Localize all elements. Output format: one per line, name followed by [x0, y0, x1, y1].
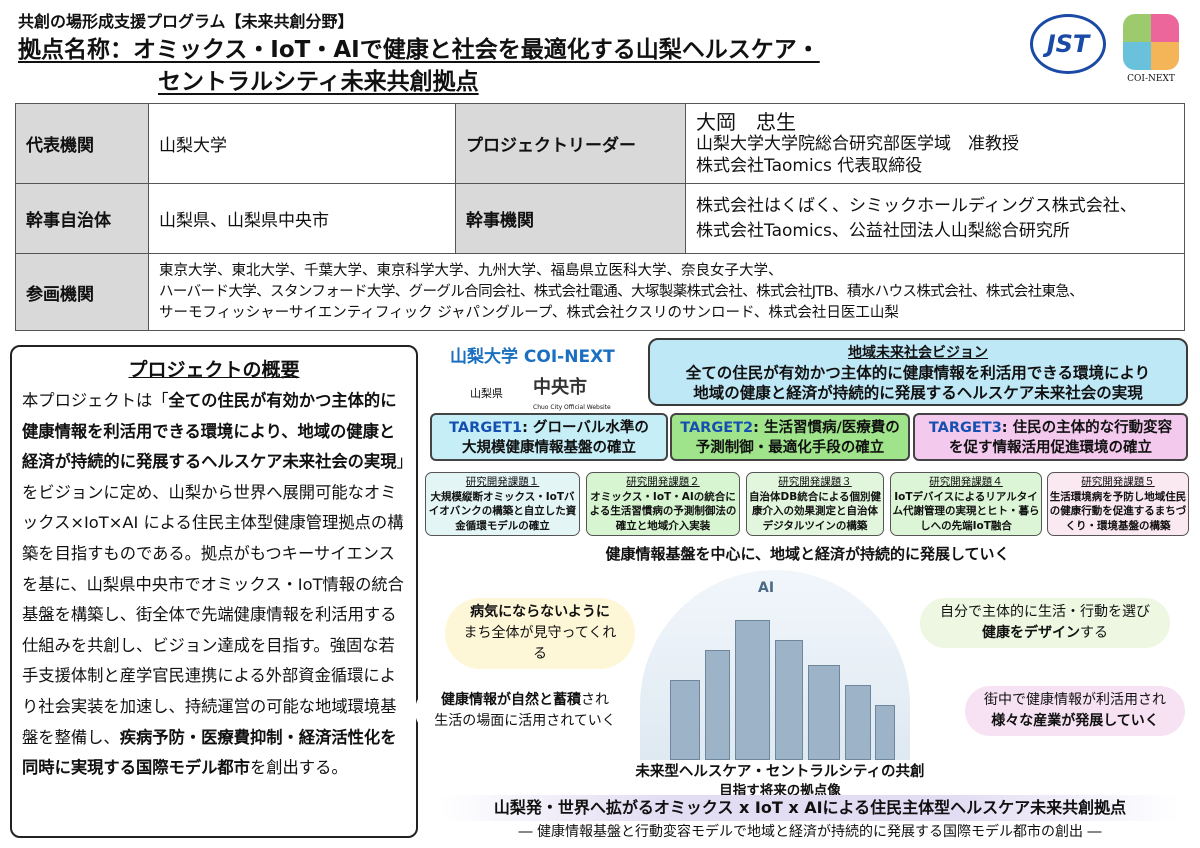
part-line-3: サーモフィッシャーサイエンティフィック ジャパングループ、株式会社クスリのサンロ…: [159, 304, 899, 321]
research-text: 自治体DB統合による個別健康介入の効果測定と自治体デジタルツインの構築: [749, 490, 881, 532]
part-line-1: 東京大学、東北大学、千葉大学、東京科学大学、九州大学、福島県立医科大学、奈良女子…: [159, 262, 783, 279]
target-key: TARGET3: [928, 420, 1002, 436]
bubble-text: 病気にならないように: [470, 604, 610, 620]
coi-next-emblem: [1123, 14, 1179, 70]
target-text: 大規模健康情報基盤の確立: [462, 440, 636, 456]
research-text: 大規模縦断オミックス・IoTバイオバンクの構築と自立した資金循環モデルの確立: [428, 490, 577, 532]
target-text: を促す情報活用促進環境の確立: [949, 440, 1152, 456]
chuo-logo-text: 中央市: [533, 377, 587, 398]
target-2: TARGET2: 生活習慣病/医療費の予測制御・最適化手段の確立: [670, 413, 910, 461]
target-3: TARGET3: 住民の主体的な行動変容を促す情報活用促進環境の確立: [913, 413, 1188, 461]
research-text: オミックス・IoT・AIの統合による生活習慣病の予測制御法の確立と地域介入実装: [589, 490, 737, 532]
leader-label: プロジェクトリーダー: [455, 103, 686, 184]
target-key: TARGET1: [449, 420, 523, 436]
overview-bold-2: 疾病予防・医療費抑制・経済活性化を同時に実現する国際モデル都市: [22, 727, 397, 778]
vision-line-1: 全ての住民が有効かつ主体的に健康情報を利活用できる環境により: [685, 364, 1151, 382]
hub-tagline: ― 健康情報基盤と行動変容モデルで地域と経済が持続的に発展する国際モデル都市の創…: [518, 824, 1102, 840]
vision-title: 地域未来社会ビジョン: [848, 345, 988, 361]
research-3: 研究開発課題３ 自治体DB統合による個別健康介入の効果測定と自治体デジタルツインの…: [746, 472, 884, 536]
chuo-logo: 中央市 Chuo City Official Website: [533, 373, 611, 412]
research-heading: 研究開発課題４: [929, 476, 1003, 488]
bubble-watch: 病気にならないようにまち全体が見守ってくれる: [445, 598, 635, 669]
muni-value: 山梨県、山梨県中央市: [148, 183, 456, 254]
overview-text-1: 本プロジェクトは「: [22, 391, 169, 410]
bubble-text: 生活の場面に活用されていく: [434, 713, 616, 729]
leader-value: 大岡 忠生山梨大学大学院総合研究部医学域 准教授株式会社Taomics 代表取締…: [685, 103, 1185, 184]
leader-title-2: 株式会社Taomics 代表取締役: [696, 155, 923, 176]
jst-logo: JST: [1030, 14, 1106, 74]
research-heading: 研究開発課題２: [626, 476, 700, 488]
city-caption: 未来型ヘルスケア・セントラルシティの共創: [635, 764, 925, 780]
target-key: TARGET2: [680, 420, 754, 436]
rep-value: 山梨大学: [148, 103, 456, 184]
hub-banner: 山梨発・世界へ拡がるオミックス x IoT x AIによる住民主体型ヘルスケア未…: [440, 795, 1180, 821]
research-heading: 研究開発課題５: [1081, 476, 1155, 488]
title-line-1: 拠点名称：オミックス・IoT・AIで健康と社会を最適化する山梨ヘルスケア・: [18, 37, 820, 63]
yamanashi-logo: 山梨県: [470, 386, 503, 400]
org-value: 株式会社はくばく、シミックホールディングス株式会社、株式会社Taomics、公益…: [685, 183, 1185, 254]
coi-next-text: COI-NEXT: [1127, 74, 1175, 84]
title-line-2: セントラルシティ未来共創拠点: [158, 69, 479, 95]
univ-logo: 山梨大学 COI-NEXT: [450, 347, 615, 367]
overview-title: プロジェクトの概要: [128, 359, 300, 381]
research-text: IoTデバイスによるリアルタイム代謝管理の実現とヒト・暮らしへの先端IoT融合: [892, 490, 1040, 532]
bubble-text: され: [581, 692, 609, 708]
research-2: 研究開発課題２ オミックス・IoT・AIの統合による生活習慣病の予測制御法の確立と…: [586, 472, 740, 536]
page-title: 拠点名称：オミックス・IoT・AIで健康と社会を最適化する山梨ヘルスケア・ セン…: [18, 34, 820, 98]
target-text: 予測制御・最適化手段の確立: [695, 440, 885, 456]
bubble-text: する: [1080, 625, 1108, 641]
center-heading: 健康情報基盤を中心に、地域と経済が持続的に発展していく: [605, 545, 1010, 563]
chuo-logo-sub: Chuo City Official Website: [533, 404, 611, 411]
city-illustration: AI: [640, 570, 910, 760]
target-1: TARGET1: グローバル水準の大規模健康情報基盤の確立: [430, 413, 668, 461]
target-text: : グローバル水準の: [522, 420, 649, 436]
ai-icon: AI: [758, 580, 775, 596]
target-text: : 生活習慣病/医療費の: [753, 420, 900, 436]
part-value: 東京大学、東北大学、千葉大学、東京科学大学、九州大学、福島県立医科大学、奈良女子…: [148, 253, 1185, 331]
org-value-1: 株式会社はくばく、シミックホールディングス株式会社、: [696, 195, 1137, 216]
vision-line-2: 地域の健康と経済が持続的に発展するヘルスケア未来社会の実現: [693, 384, 1143, 402]
research-heading: 研究開発課題１: [465, 476, 540, 488]
target-text: : 住民の主体的な行動変容: [1001, 420, 1173, 436]
overview-text-3: を創出する。: [249, 758, 348, 778]
leader-name: 大岡 忠生: [696, 109, 796, 134]
bubble-text: 街中で健康情報が利活用され: [984, 692, 1166, 708]
leader-title-1: 山梨大学大学院総合研究部医学域 准教授: [696, 133, 1019, 154]
bubble-text: 自分で主体的に生活・行動を選び: [940, 604, 1150, 620]
bubble-accumulate: 健康情報が自然と蓄積され生活の場面に活用されていく: [415, 686, 635, 736]
coi-next-logo: COI-NEXT: [1118, 14, 1184, 88]
muni-label: 幹事自治体: [15, 183, 149, 254]
rep-label: 代表機関: [15, 103, 149, 184]
bubble-text: まち全体が見守ってくれる: [463, 625, 617, 662]
program-subtitle: 共創の場形成支援プログラム【未来共創分野】: [18, 12, 354, 31]
research-1: 研究開発課題１ 大規模縦断オミックス・IoTバイオバンクの構築と自立した資金循環モ…: [425, 472, 580, 536]
partner-logos: 山梨大学 COI-NEXT 山梨県 中央市 Chuo City Official …: [445, 342, 635, 411]
vision-box: 地域未来社会ビジョン 全ての住民が有効かつ主体的に健康情報を利活用できる環境によ…: [648, 338, 1188, 406]
info-table: 代表機関 山梨大学 プロジェクトリーダー 大岡 忠生山梨大学大学院総合研究部医学…: [15, 103, 1185, 331]
bubble-industry: 街中で健康情報が利活用され様々な産業が発展していく: [965, 686, 1185, 736]
part-label: 参画機関: [15, 253, 149, 331]
org-value-2: 株式会社Taomics、公益社団法人山梨総合研究所: [696, 220, 1070, 241]
research-text: 生活環境病を予防し地域住民の健康行動を促進するまちづくり・環境基盤の構築: [1049, 490, 1187, 532]
overview-text: 本プロジェクトは「全ての住民が有効かつ主体的に健康情報を利活用できる環境により、…: [22, 386, 406, 784]
overview-bold-1: 全ての住民が有効かつ主体的に健康情報を利活用できる環境により、地域の健康と経済が…: [22, 391, 397, 472]
research-5: 研究開発課題５ 生活環境病を予防し地域住民の健康行動を促進するまちづくり・環境基盤…: [1047, 472, 1189, 536]
bubble-text: 健康情報が自然と蓄積: [441, 692, 581, 708]
org-label: 幹事機関: [455, 183, 686, 254]
bubble-text: 健康をデザイン: [982, 625, 1080, 641]
research-heading: 研究開発課題３: [778, 476, 852, 488]
part-line-2: ハーバード大学、スタンフォード大学、グーグル合同会社、株式会社電通、大塚製薬株式…: [159, 283, 1084, 300]
bubble-text: 様々な産業が発展していく: [991, 713, 1159, 729]
overview-box: プロジェクトの概要 本プロジェクトは「全ての住民が有効かつ主体的に健康情報を利活…: [10, 345, 418, 838]
overview-text-2: 」をビジョンに定め、山梨から世界へ展開可能なオミックス×IoT×AI による住民…: [22, 452, 405, 747]
bubble-design: 自分で主体的に生活・行動を選び健康をデザインする: [920, 598, 1170, 648]
